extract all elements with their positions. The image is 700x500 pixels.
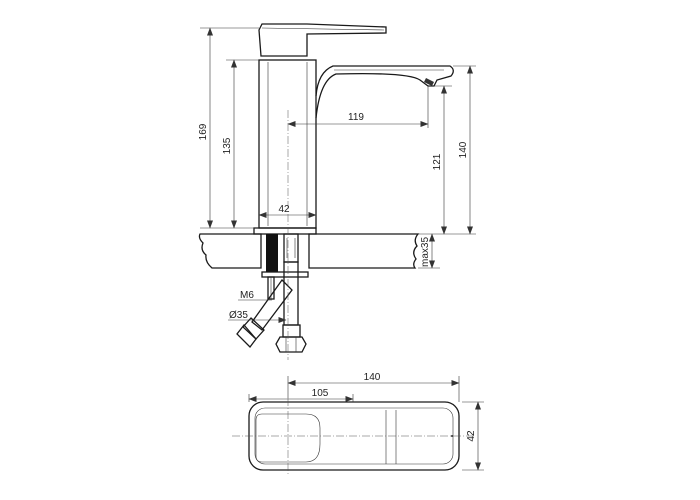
plan-dim-handle: 105 bbox=[312, 388, 329, 399]
faucet-body bbox=[258, 59, 317, 229]
plan-view: 140 105 42 bbox=[232, 372, 484, 474]
dim-max-deck: max35 bbox=[420, 237, 431, 267]
under-deck-assembly bbox=[261, 233, 309, 300]
dim-spout-reach: 119 bbox=[348, 112, 364, 123]
dim-body-height: 135 bbox=[222, 137, 233, 154]
braided-hoses bbox=[236, 261, 307, 353]
dim-overall-height: 140 bbox=[458, 141, 469, 158]
plan-dimension-lines bbox=[248, 376, 484, 471]
lever-handle bbox=[258, 23, 387, 57]
plan-dim-width: 42 bbox=[466, 430, 477, 442]
spout bbox=[315, 65, 454, 119]
side-dimension-lines bbox=[200, 27, 476, 323]
dim-total-height: 169 bbox=[198, 123, 209, 140]
side-elevation-view: 169 135 119 121 140 42 max35 M6 Ø35 bbox=[198, 23, 476, 360]
plan-dim-length: 140 bbox=[364, 372, 381, 383]
dim-thread: M6 bbox=[240, 290, 254, 301]
countertop-section bbox=[198, 233, 420, 269]
base-flange bbox=[253, 227, 317, 235]
dim-body-width: 42 bbox=[278, 204, 290, 215]
dim-hose-diameter: Ø35 bbox=[229, 310, 248, 321]
dim-spout-height: 121 bbox=[432, 153, 443, 170]
